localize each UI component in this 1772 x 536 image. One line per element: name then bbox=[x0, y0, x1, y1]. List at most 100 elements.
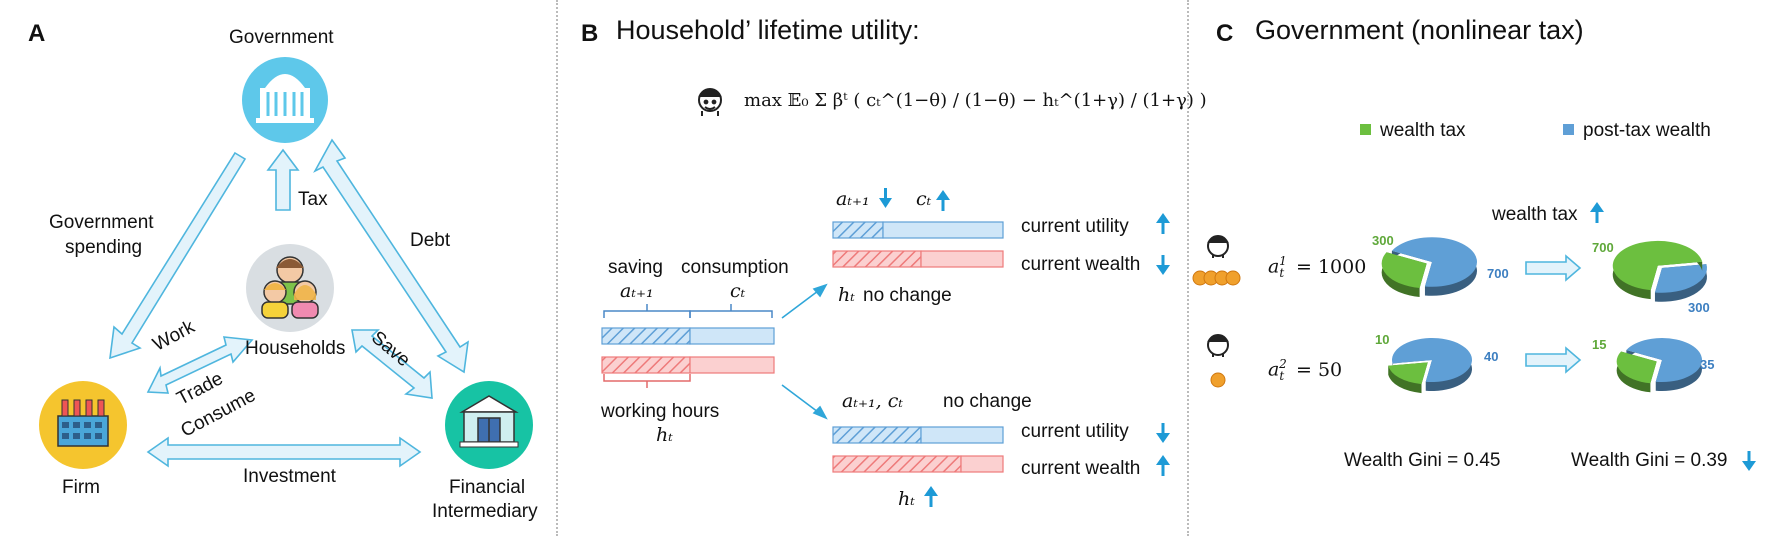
working-hours-label: working hours bbox=[601, 401, 720, 422]
indicator-arrows-b bbox=[879, 188, 1170, 507]
top-a-label: aₜ₊₁ bbox=[836, 188, 870, 210]
top-utility-label: current utility bbox=[1021, 216, 1129, 237]
bottom-wealth-label: current wealth bbox=[1021, 458, 1141, 479]
pie-agent2-before-post-tax-slice bbox=[1391, 338, 1473, 392]
legend-green-swatch bbox=[1360, 124, 1371, 135]
agent1-label: = 1000 bbox=[1296, 256, 1367, 278]
bottom-ac-label: aₜ₊₁, cₜ bbox=[842, 390, 904, 412]
households-icon bbox=[246, 244, 334, 332]
investment-arrow bbox=[146, 436, 422, 468]
agent2-label: = 50 bbox=[1296, 359, 1343, 381]
left-braces bbox=[603, 304, 773, 388]
tax-arrow bbox=[266, 148, 300, 211]
agent2-after-tax: 15 bbox=[1592, 337, 1607, 352]
arrow-down-icon bbox=[1156, 423, 1170, 443]
top-h-no-change: no change bbox=[863, 285, 952, 306]
agent1-after-tax: 700 bbox=[1592, 240, 1614, 255]
arrow-down-icon bbox=[1156, 255, 1170, 275]
financial-label-2: Intermediary bbox=[432, 501, 538, 522]
gini-before: Wealth Gini = 0.45 bbox=[1344, 450, 1501, 471]
arrow-up-icon bbox=[1156, 213, 1170, 234]
agent1-symbol: at1 bbox=[1268, 254, 1287, 281]
agent2-symbol: at2 bbox=[1268, 357, 1287, 384]
arrow-down-icon bbox=[1742, 451, 1756, 471]
bank-icon bbox=[445, 381, 533, 469]
transition-arrow-1 bbox=[1525, 254, 1582, 282]
gini-after: Wealth Gini = 0.39 bbox=[1571, 450, 1728, 471]
save-arrow bbox=[351, 329, 433, 399]
debt-arrow bbox=[313, 138, 470, 374]
bottom-saving-bar bbox=[832, 426, 922, 444]
agent1-before-post: 700 bbox=[1487, 266, 1509, 281]
top-h-symbol: hₜ bbox=[838, 284, 855, 306]
pie-agent2-after-wealth-tax-slice bbox=[1616, 351, 1657, 393]
pie-agent1-after-wealth-tax-slice bbox=[1612, 240, 1703, 300]
bottom-h-label: hₜ bbox=[898, 488, 915, 510]
utility-formula: max 𝔼₀ Σ βᵗ ( cₜ^(1−θ) / (1−θ) − hₜ^(1+γ… bbox=[744, 90, 1207, 111]
agent2-before-tax: 10 bbox=[1375, 332, 1390, 347]
arrow-up-icon bbox=[924, 486, 938, 507]
c-t-label: cₜ bbox=[730, 280, 746, 302]
pie-charts bbox=[1381, 237, 1707, 394]
pie-agent1-after-post-tax-slice bbox=[1654, 264, 1707, 302]
top-c-label: cₜ bbox=[916, 188, 932, 210]
split-arrows bbox=[781, 283, 828, 420]
investment-label: Investment bbox=[243, 466, 336, 487]
transition-arrow-2 bbox=[1525, 346, 1582, 374]
left-saving-bar bbox=[601, 327, 691, 345]
tax-label: Tax bbox=[298, 189, 328, 210]
panel-c-title: Government (nonlinear tax) bbox=[1255, 15, 1584, 45]
pie-agent1-before-wealth-tax-slice bbox=[1381, 252, 1427, 297]
household-face-icon bbox=[698, 88, 722, 116]
left-hours-bar bbox=[601, 356, 691, 374]
top-consumption-bar bbox=[882, 221, 1004, 239]
h-t-label: hₜ bbox=[656, 424, 673, 446]
legend-blue-swatch bbox=[1563, 124, 1574, 135]
agent1-before-tax: 300 bbox=[1372, 233, 1394, 248]
arrow-up-icon bbox=[1590, 202, 1604, 223]
a-t1-label: aₜ₊₁ bbox=[620, 280, 654, 302]
top-wealth-label: current wealth bbox=[1021, 254, 1141, 275]
panel-b-letter: B bbox=[581, 20, 599, 47]
work-arrow bbox=[146, 336, 254, 394]
government-label: Government bbox=[229, 27, 334, 48]
agent2-before-post: 40 bbox=[1484, 349, 1499, 364]
legend-post-tax: post-tax wealth bbox=[1583, 120, 1711, 141]
top-saving-bar bbox=[832, 221, 884, 239]
transition-arrows bbox=[1525, 254, 1582, 374]
arrow-up-icon bbox=[936, 190, 950, 211]
gov-spending-arrow bbox=[109, 151, 247, 360]
pie-agent2-after-post-tax-slice bbox=[1626, 338, 1703, 391]
legend-wealth-tax: wealth tax bbox=[1380, 120, 1466, 141]
panel-c-letter: C bbox=[1216, 20, 1234, 47]
bottom-leisure-bar bbox=[960, 455, 1004, 473]
bottom-consumption-bar bbox=[920, 426, 1004, 444]
households-label: Households bbox=[245, 338, 346, 359]
pie-agent1-before-post-tax-slice bbox=[1391, 237, 1477, 296]
gov-spending-label-2: spending bbox=[65, 237, 143, 258]
bottom-hours-bar bbox=[832, 455, 962, 473]
firm-label: Firm bbox=[62, 477, 100, 498]
divider-ab bbox=[556, 0, 558, 536]
pie-agent2-before-wealth-tax-slice bbox=[1388, 362, 1428, 394]
bottom-utility-label: current utility bbox=[1021, 421, 1129, 442]
left-leisure-bar bbox=[689, 356, 775, 374]
divider-bc bbox=[1187, 0, 1189, 536]
consumption-label: consumption bbox=[681, 257, 789, 278]
panel-a-letter: A bbox=[28, 20, 46, 47]
top-leisure-bar bbox=[920, 250, 1004, 268]
agent1-after-post: 300 bbox=[1688, 300, 1710, 315]
gov-spending-label-1: Government bbox=[49, 212, 154, 233]
firm-icon bbox=[39, 381, 127, 469]
top-hours-bar bbox=[832, 250, 922, 268]
panel-b-title: Household’ lifetime utility: bbox=[616, 15, 920, 45]
agent2-after-post: 35 bbox=[1700, 357, 1715, 372]
arrow-down-icon bbox=[879, 188, 892, 208]
debt-label: Debt bbox=[410, 230, 451, 251]
arrow-up-icon bbox=[1156, 455, 1170, 476]
financial-label-1: Financial bbox=[449, 477, 526, 498]
flow-arrows bbox=[109, 138, 470, 468]
bottom-no-change: no change bbox=[943, 391, 1032, 412]
rich-agent-icon bbox=[1192, 235, 1241, 286]
wealth-tax-up-label: wealth tax bbox=[1492, 204, 1578, 225]
